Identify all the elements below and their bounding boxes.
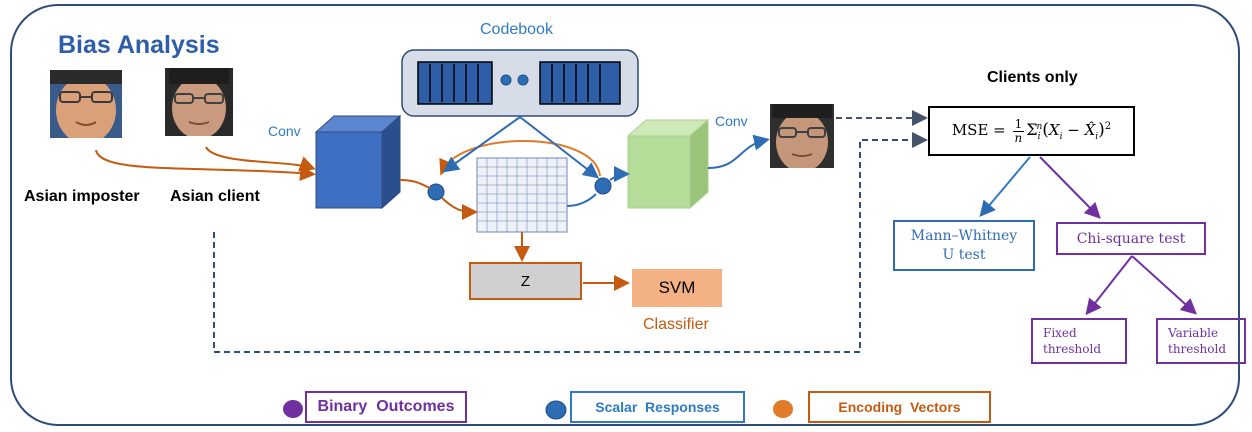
variable-threshold-label: Variable threshold bbox=[1168, 325, 1227, 356]
chi-to-variable-arrow bbox=[1131, 255, 1197, 315]
codebook-label: Codebook bbox=[480, 21, 553, 38]
scalar-node-right bbox=[594, 177, 612, 195]
scalar-node-left bbox=[427, 183, 445, 201]
imposter-to-encoder-arrow bbox=[95, 149, 316, 182]
latent-grid bbox=[476, 157, 568, 233]
chi-to-fixed-arrow bbox=[1085, 255, 1133, 316]
client-label: Asian client bbox=[170, 188, 260, 205]
reconstructed-face-image bbox=[770, 104, 834, 168]
mann-whitney-label: Mann–Whitney U test bbox=[910, 228, 1018, 263]
variable-threshold-box: Variable threshold bbox=[1156, 318, 1246, 364]
chi-square-label: Chi-square test bbox=[1076, 230, 1186, 247]
encoder-to-node-arrow bbox=[399, 179, 431, 189]
svm-label: SVM bbox=[658, 278, 696, 297]
imposter-label: Asian imposter bbox=[24, 188, 140, 205]
codebook-to-right-arrow bbox=[519, 116, 600, 179]
legend-scalar-responses: Scalar Responses bbox=[570, 391, 745, 423]
legend-encoding-vectors: Encoding Vectors bbox=[808, 391, 991, 423]
legend-binary-dot bbox=[283, 400, 303, 418]
mann-whitney-box: Mann–Whitney U test bbox=[893, 220, 1035, 271]
codebook-panel bbox=[401, 49, 639, 117]
decoder-conv-label: Conv bbox=[715, 113, 748, 129]
node-to-grid-arrow bbox=[441, 197, 478, 220]
outer-frame bbox=[10, 4, 1240, 426]
latent-z-box: Z bbox=[469, 262, 582, 300]
client-face-image bbox=[165, 68, 233, 136]
decoder-to-output-arrow bbox=[707, 134, 770, 169]
fixed-threshold-box: Fixed threshold bbox=[1031, 318, 1127, 364]
codebook-to-left-arrow bbox=[442, 116, 521, 173]
grid-to-node-arrow bbox=[566, 193, 597, 207]
legend-scalar-dot bbox=[545, 400, 567, 420]
fixed-threshold-label: Fixed threshold bbox=[1043, 325, 1102, 356]
mse-to-mann-arrow bbox=[979, 156, 1031, 218]
chi-square-box: Chi-square test bbox=[1056, 222, 1206, 255]
client-to-encoder-arrow bbox=[205, 146, 316, 172]
diagram-title: Bias Analysis bbox=[58, 31, 220, 59]
svm-box: SVM bbox=[632, 269, 722, 307]
imposter-face-image bbox=[50, 70, 122, 138]
input-to-mse-arrow bbox=[213, 132, 928, 353]
legend-binary-outcomes: Binary Outcomes bbox=[305, 391, 467, 423]
latent-z-label: Z bbox=[520, 272, 531, 290]
mse-to-chi-arrow bbox=[1039, 156, 1101, 219]
encoder-cube bbox=[314, 114, 402, 210]
classifier-label: Classifier bbox=[643, 316, 709, 333]
decoder-cube bbox=[626, 118, 710, 210]
node-to-decoder-arrow bbox=[609, 166, 630, 183]
clients-only-label: Clients only bbox=[987, 69, 1078, 86]
legend-encoding-dot bbox=[773, 400, 793, 418]
encoder-conv-label: Conv bbox=[268, 123, 301, 139]
